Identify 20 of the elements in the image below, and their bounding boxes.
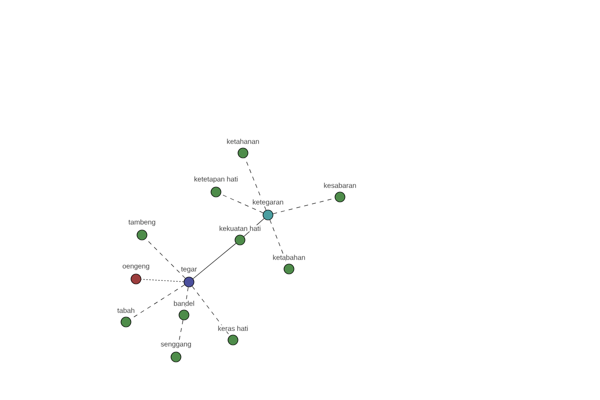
connector-line: [146, 238, 186, 278]
node-circle: [136, 230, 148, 240]
connector-line: [192, 243, 236, 279]
connector-line: [192, 286, 230, 336]
connector-line: [220, 194, 264, 214]
node-circle: [334, 192, 346, 202]
node-circle: [130, 274, 142, 284]
node-circle: [238, 148, 248, 158]
node-circle: [228, 334, 238, 346]
node-circle: [210, 186, 222, 198]
connector-line: [130, 284, 185, 320]
node-circle: [262, 210, 274, 220]
node-circle: [184, 276, 194, 288]
connector-line: [141, 279, 184, 282]
node-circle: [234, 234, 246, 246]
connector-line: [244, 158, 266, 210]
node-circle: [170, 352, 182, 362]
node-circle: [120, 316, 132, 328]
node-circle: [284, 264, 294, 274]
node-circle: [178, 310, 190, 320]
